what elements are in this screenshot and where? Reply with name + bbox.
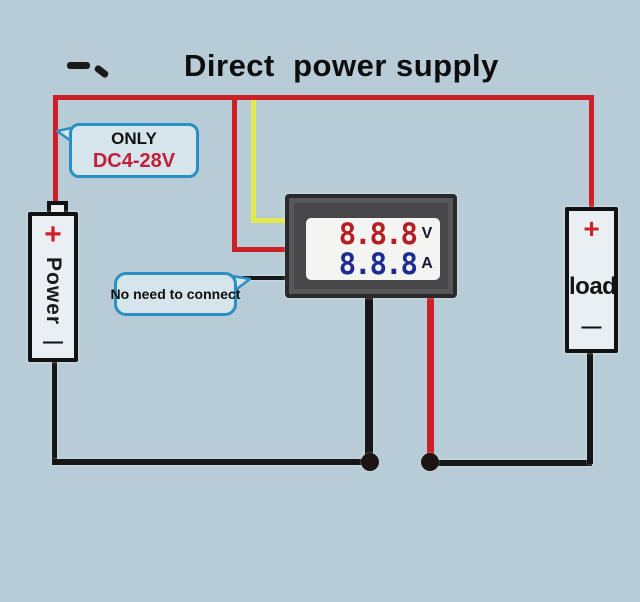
voltage-row: 8.8.8 V [306,219,440,249]
no-connect-text: No need to connect [110,286,241,302]
voltage-reading: 8.8.8 [338,216,418,251]
junction-dot-left [361,453,379,471]
wire-sense-red-horizontal [232,247,288,252]
enumeration-dash-icon [67,62,90,69]
current-unit: A [421,255,433,272]
no-connect-callout: No need to connect [111,272,240,316]
wire-bottom-rail-right [430,460,592,466]
load-label: load [569,273,617,300]
battery-label: Power [42,257,65,326]
battery-plus-terminal: + [44,218,62,251]
voltage-unit: V [421,225,433,242]
voltage-range-callout: ONLY DC4-28V [69,123,199,178]
enumeration-comma-icon [93,64,110,79]
junction-dot-right [421,453,439,471]
volt-amp-meter: 8.8.8 V 8.8.8 A [285,194,457,298]
current-reading: 8.8.8 [338,246,418,281]
wire-battery-negative-black [52,360,57,463]
current-row: 8.8.8 A [306,249,440,279]
load-plus-terminal: + [583,213,600,244]
meter-display: 8.8.8 V 8.8.8 A [306,218,440,280]
wire-meter-thick-red [427,296,434,463]
battery-minus-terminal: — [43,331,63,353]
wire-load-positive-red [589,95,594,208]
page-title: Direct power supply [184,48,499,83]
wire-unused-black-stub [242,276,288,280]
load-block: + load — [565,207,618,353]
voltage-range-line1: ONLY [111,129,157,149]
wire-bottom-rail-left [52,459,374,465]
power-source-battery: + Power — [28,212,78,362]
wire-battery-positive-red [53,95,58,203]
wire-sense-red-vertical [232,95,237,252]
wire-sense-yellow-horizontal [251,218,289,223]
wire-sense-yellow-vertical [251,100,256,222]
voltage-range-line2: DC4-28V [92,149,176,172]
load-minus-terminal: — [581,316,602,338]
wire-load-negative-black [587,351,593,464]
wire-supply-bus-red [53,95,594,100]
wire-meter-thick-black [365,296,373,463]
battery-terminal-nub [47,201,68,215]
